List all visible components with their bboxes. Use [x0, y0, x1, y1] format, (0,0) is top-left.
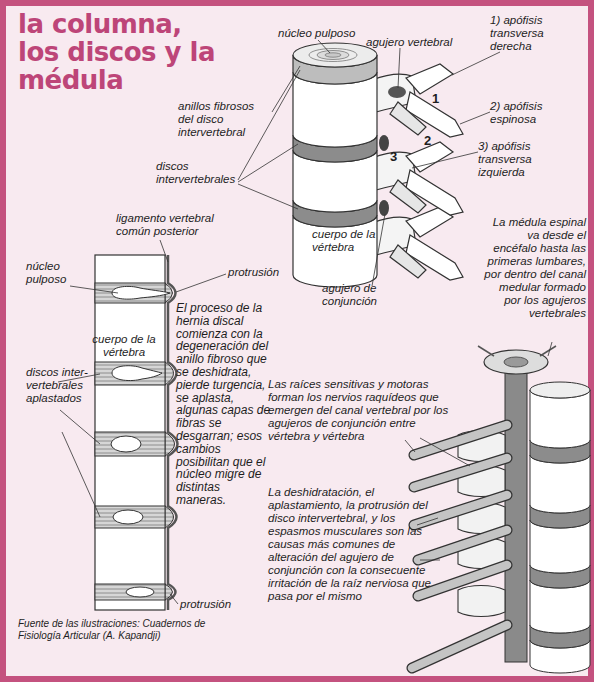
- spinal-cord-column: [418, 530, 507, 560]
- leader-lines: [238, 70, 300, 180]
- part-label: 3) apófisis transversa izquierda: [478, 140, 570, 179]
- spinal-cord-column: [484, 350, 548, 374]
- disc-column: [126, 587, 154, 597]
- part-label: 1) apófisis transversa derecha: [490, 14, 578, 53]
- part-label: ligamento vertebral común posterior: [116, 212, 241, 238]
- leader-lines: [417, 518, 438, 525]
- disc-column: [95, 255, 165, 610]
- leader-lines: [398, 48, 400, 88]
- spinal-cord-column: [414, 458, 507, 487]
- vertebral-column: [325, 53, 341, 57]
- spinal-cord-column: [412, 425, 507, 668]
- spinal-cord-column: [414, 425, 507, 455]
- disc-column: [95, 362, 165, 385]
- leader-lines: [60, 410, 100, 444]
- spinal-cord-column: [540, 346, 556, 356]
- vertebral-column: [379, 135, 389, 151]
- vertebral-column: [293, 43, 377, 67]
- vertebral-column: [317, 51, 349, 60]
- part-label: protrusión: [180, 598, 231, 611]
- note-text: Las raíces sensitivas y motoras forman l…: [268, 378, 453, 443]
- part-label: núcleo pulposo: [278, 27, 355, 40]
- spinal-cord-column: [414, 495, 507, 525]
- part-label: 2) apófisis espinosa: [490, 100, 570, 126]
- leader-lines: [452, 52, 500, 75]
- part-label: cuerpo de la vértebra: [86, 333, 162, 359]
- spinal-cord-column: [458, 586, 505, 617]
- spinal-cord-column: [504, 357, 528, 367]
- spinal-cord-column: [414, 495, 507, 525]
- leader-lines: [62, 432, 100, 517]
- spinal-cord-column: [530, 390, 590, 448]
- leader-lines: [318, 40, 330, 53]
- leader-lines: [372, 214, 385, 286]
- spinal-cord-column: [418, 530, 507, 560]
- disc-column: [113, 510, 143, 524]
- spinal-cord-column: [530, 382, 590, 398]
- page-frame: [3, 3, 591, 679]
- vertebral-column: [309, 49, 357, 62]
- note-text: La médula espinal va desde el encéfalo h…: [482, 216, 586, 320]
- vertebral-column: [372, 64, 463, 137]
- spinal-cord-column: [418, 565, 507, 596]
- disc-column: [112, 366, 162, 381]
- spinal-cord-column: [505, 362, 527, 662]
- part-label: discos intervertebrales: [156, 160, 256, 186]
- vertebral-column: [388, 86, 406, 98]
- part-label: agujero vertebral: [366, 36, 452, 49]
- leader-lines: [170, 594, 178, 604]
- part-label: núcleo pulposo: [26, 260, 86, 286]
- note-text: El proceso de la hernia discal comienza …: [176, 302, 272, 507]
- disc-column: [111, 436, 141, 452]
- disc-column: [112, 286, 170, 299]
- callout-number: 2: [424, 134, 431, 147]
- spinal-cord-column: [412, 625, 507, 668]
- part-label: anillos fibrosos del disco intervertebra…: [178, 100, 270, 139]
- leader-lines: [160, 240, 168, 262]
- leader-lines: [420, 438, 470, 466]
- spinal-cord-column: [412, 625, 507, 668]
- vertebral-column: [372, 142, 463, 215]
- vertebral-column: [372, 207, 463, 280]
- disc-column: [95, 255, 178, 610]
- spinal-cord-column: [414, 425, 507, 455]
- leader-lines: [405, 440, 415, 452]
- part-label: cuerpo de la vértebra: [312, 228, 382, 254]
- leader-lines: [238, 144, 298, 182]
- spinal-cord-column: [418, 565, 507, 596]
- spinal-cord-column: [478, 346, 494, 356]
- spinal-cord-column: [412, 346, 590, 673]
- spinal-cord-column: [414, 458, 507, 487]
- callout-number: 3: [390, 150, 397, 163]
- vertebral-column: [293, 43, 463, 287]
- part-label: protrusión: [228, 266, 279, 279]
- disc-column: [95, 506, 165, 528]
- leader-lines: [58, 40, 552, 604]
- leader-lines: [460, 112, 490, 124]
- leader-lines: [420, 560, 440, 561]
- spinal-cord-column: [530, 455, 590, 513]
- leader-lines: [238, 184, 298, 209]
- disc-column: [95, 584, 165, 600]
- leader-lines: [272, 66, 300, 112]
- leader-lines: [70, 286, 118, 293]
- leader-lines: [548, 342, 552, 356]
- part-label: agujero de conjunción: [322, 282, 404, 308]
- vertebral-column: [379, 200, 389, 216]
- page-title: la columna, los discos y la médula: [18, 10, 223, 94]
- source-caption: Fuente de las ilustraciones: Cuadernos d…: [18, 618, 248, 642]
- leader-lines: [176, 274, 226, 292]
- callout-number: 1: [432, 92, 439, 105]
- leader-lines: [412, 152, 478, 168]
- note-text: La deshidratación, el aplastamiento, la …: [268, 486, 440, 603]
- disc-column: [95, 432, 165, 456]
- part-label: discos inter- vertebrales aplastados: [26, 366, 90, 405]
